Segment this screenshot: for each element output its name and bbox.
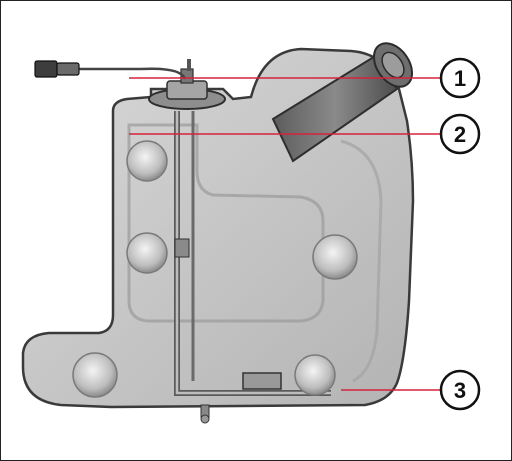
cable-connector: [34, 60, 58, 78]
sensor-cable: [77, 67, 187, 80]
tank-ridge: [127, 123, 325, 323]
recess: [294, 354, 336, 396]
recess: [126, 232, 168, 274]
callout-2: 2: [439, 113, 481, 155]
callout-number-3: 3: [454, 378, 466, 403]
callout-number-2: 2: [454, 122, 466, 147]
callout-1: 1: [439, 57, 481, 99]
recess: [312, 234, 358, 280]
pickup-module: [242, 372, 282, 390]
recess: [126, 140, 168, 182]
callout-3: 3: [439, 369, 481, 411]
callout-number-1: 1: [454, 66, 466, 91]
tank-ridge-right: [340, 139, 383, 383]
recess: [72, 352, 118, 398]
